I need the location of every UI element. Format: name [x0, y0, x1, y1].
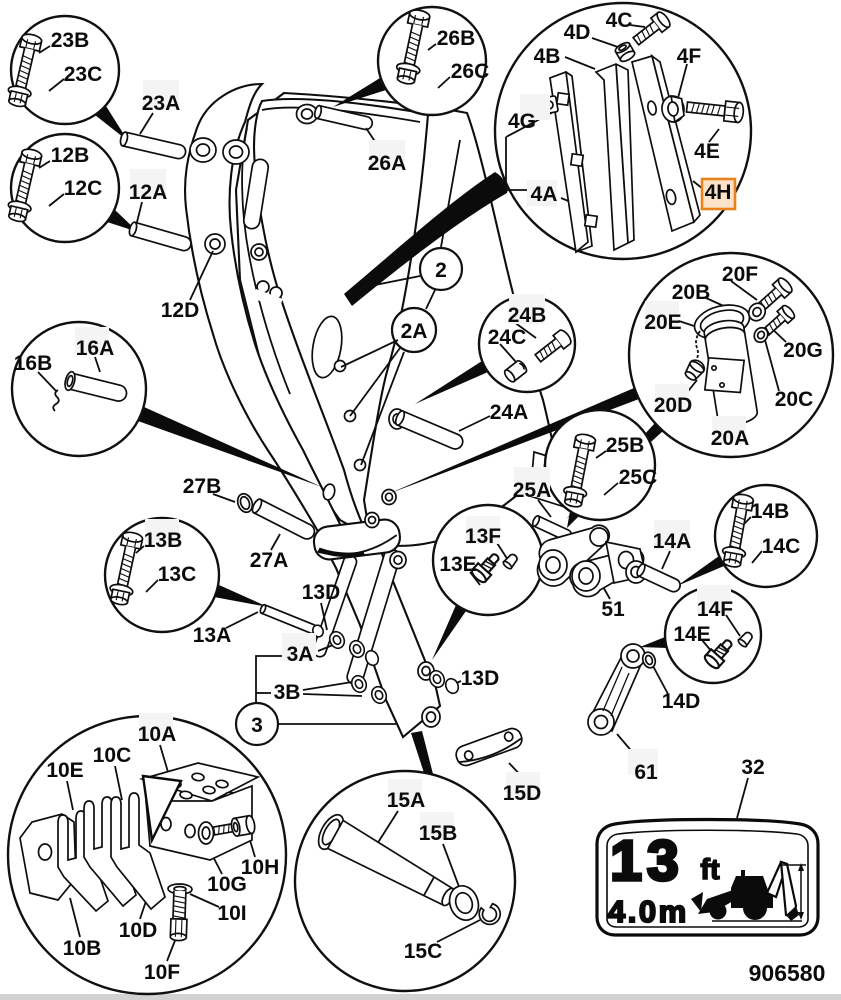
svg-text:4A: 4A: [531, 183, 558, 206]
svg-text:4F: 4F: [677, 45, 702, 68]
svg-text:10H: 10H: [241, 856, 280, 879]
svg-text:20C: 20C: [775, 388, 814, 411]
svg-text:25B: 25B: [606, 434, 645, 457]
svg-text:10G: 10G: [207, 873, 247, 896]
svg-text:16B: 16B: [14, 352, 53, 375]
svg-text:10E: 10E: [46, 759, 83, 782]
svg-text:10A: 10A: [138, 723, 177, 746]
svg-text:27A: 27A: [250, 549, 289, 572]
svg-text:3A: 3A: [287, 643, 314, 666]
svg-text:4E: 4E: [694, 140, 720, 163]
svg-text:13F: 13F: [465, 525, 501, 548]
svg-text:4B: 4B: [534, 45, 561, 68]
svg-text:20B: 20B: [672, 281, 711, 304]
svg-text:24B: 24B: [508, 304, 547, 327]
svg-text:13D: 13D: [461, 667, 500, 690]
svg-text:23C: 23C: [64, 63, 103, 86]
svg-text:26B: 26B: [437, 27, 476, 50]
svg-text:20A: 20A: [711, 427, 750, 450]
svg-text:16A: 16A: [76, 337, 115, 360]
svg-text:32: 32: [741, 756, 764, 779]
svg-text:14C: 14C: [762, 535, 801, 558]
svg-text:25C: 25C: [619, 466, 658, 489]
svg-text:26A: 26A: [368, 152, 407, 175]
svg-text:906580: 906580: [749, 960, 826, 986]
svg-text:10I: 10I: [217, 902, 246, 925]
svg-text:26C: 26C: [451, 60, 490, 83]
svg-text:12A: 12A: [129, 181, 168, 204]
svg-text:12C: 12C: [64, 177, 103, 200]
svg-text:4D: 4D: [564, 21, 591, 44]
svg-text:14E: 14E: [673, 623, 710, 646]
svg-text:23A: 23A: [142, 92, 181, 115]
svg-text:13: 13: [610, 829, 683, 893]
svg-text:10B: 10B: [63, 937, 102, 960]
svg-text:4H: 4H: [705, 181, 732, 204]
svg-text:ft: ft: [700, 854, 720, 886]
svg-text:3B: 3B: [274, 681, 301, 704]
svg-text:14B: 14B: [751, 500, 790, 523]
svg-text:10F: 10F: [144, 961, 180, 984]
svg-text:24C: 24C: [488, 326, 527, 349]
svg-text:20D: 20D: [654, 394, 693, 417]
svg-text:14A: 14A: [653, 530, 692, 553]
svg-text:12B: 12B: [51, 144, 90, 167]
svg-text:20E: 20E: [644, 311, 681, 334]
svg-text:15C: 15C: [404, 940, 443, 963]
svg-text:10D: 10D: [119, 919, 158, 942]
svg-text:25A: 25A: [513, 479, 552, 502]
svg-text:15D: 15D: [503, 782, 542, 805]
svg-text:15A: 15A: [387, 789, 426, 812]
svg-text:10C: 10C: [93, 744, 132, 767]
svg-text:14F: 14F: [697, 598, 733, 621]
svg-text:13E: 13E: [439, 553, 476, 576]
svg-text:24A: 24A: [490, 401, 529, 424]
svg-text:13B: 13B: [144, 529, 183, 552]
svg-text:13C: 13C: [158, 563, 197, 586]
svg-text:27B: 27B: [183, 475, 222, 498]
svg-text:20G: 20G: [783, 339, 823, 362]
svg-text:15B: 15B: [419, 822, 458, 845]
svg-text:61: 61: [634, 761, 658, 784]
svg-text:20F: 20F: [722, 263, 758, 286]
svg-text:4G: 4G: [508, 110, 536, 133]
svg-text:2: 2: [435, 259, 447, 282]
svg-text:51: 51: [601, 598, 625, 621]
svg-text:2A: 2A: [401, 320, 428, 343]
svg-text:12D: 12D: [161, 299, 200, 322]
svg-text:3: 3: [251, 714, 263, 737]
svg-text:23B: 23B: [51, 29, 90, 52]
svg-text:4.0m: 4.0m: [608, 894, 689, 929]
svg-text:4C: 4C: [606, 9, 633, 32]
svg-text:13D: 13D: [302, 581, 341, 604]
svg-text:14D: 14D: [662, 690, 701, 713]
svg-text:13A: 13A: [193, 624, 232, 647]
